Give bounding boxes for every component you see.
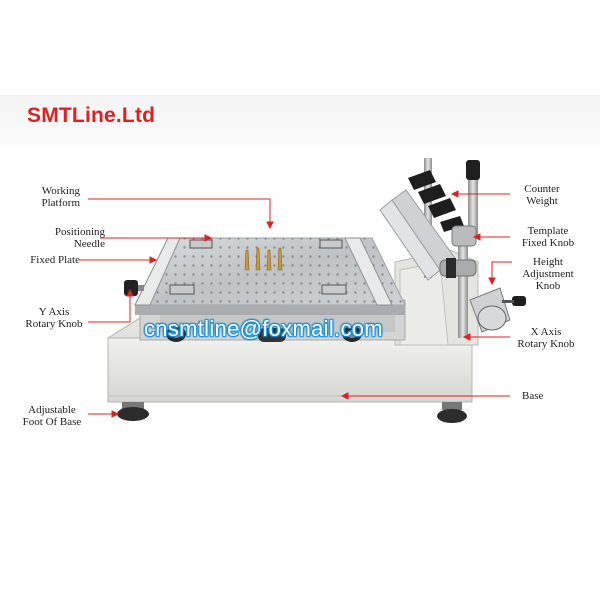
brand-logo: SMTLine.Ltd [27, 104, 156, 127]
feet [117, 402, 467, 423]
y-axis-knob [124, 280, 144, 296]
callout-lines [80, 190, 512, 418]
front-knobs [166, 326, 362, 342]
height-adjustment [439, 225, 477, 278]
label-working-platform: Working Platform [41, 185, 81, 209]
label-y-axis-rotary-knob: Y Axis Rotary Knob [25, 306, 83, 330]
label-x-axis-rotary-knob: X Axis Rotary Knob [517, 326, 575, 350]
label-height-adjustment-knob: Height Adjustment Knob [522, 256, 574, 292]
label-template-fixed-knob: Template Fixed Knob [521, 225, 575, 249]
email-watermark: cnsmtline@foxmail.com [144, 316, 383, 341]
label-adjustable-foot: Adjustable Foot Of Base [22, 404, 82, 428]
header-band [0, 95, 600, 157]
label-fixed-plate: Fixed Plate [30, 254, 80, 266]
label-positioning-needle: Positioning Needle [54, 226, 105, 250]
positioning-pins [244, 247, 283, 271]
positioning-clamps [169, 239, 347, 295]
vertical-rods [424, 158, 480, 338]
fixed-plate-right [344, 237, 393, 306]
x-axis-knob-assembly [469, 287, 526, 333]
label-counter-weight: Counter Weight [524, 183, 560, 207]
template-fixed-knobs [408, 170, 464, 232]
label-base: Base [522, 390, 544, 402]
